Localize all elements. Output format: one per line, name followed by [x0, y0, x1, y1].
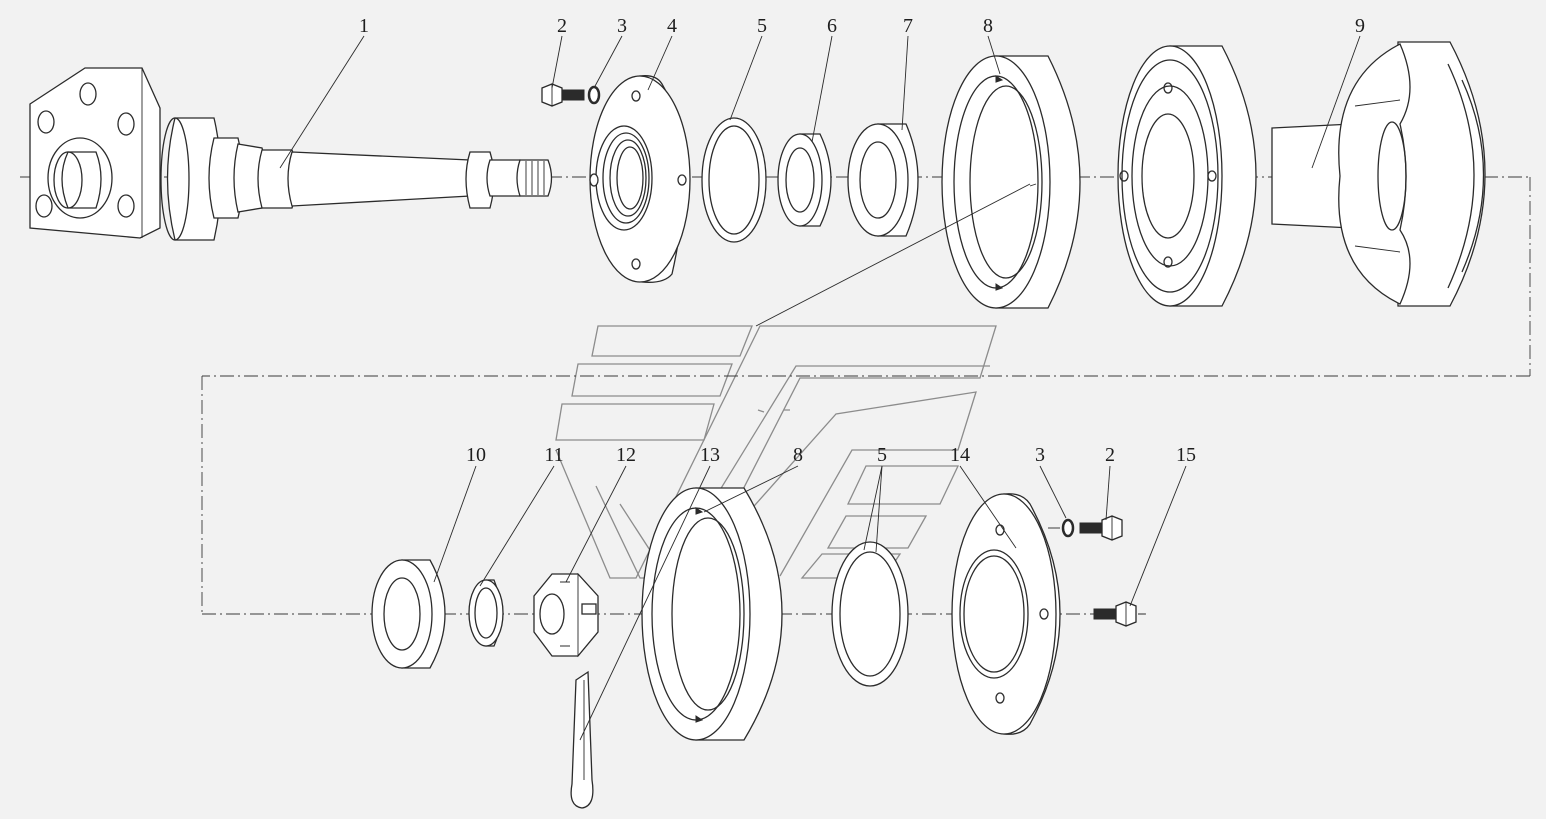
callout-8: 8 — [983, 15, 993, 37]
callout-2: 2 — [557, 15, 567, 37]
callout-11: 11 — [544, 444, 563, 466]
part-3-washer-bottom — [1048, 518, 1075, 538]
callout-1: 1 — [359, 15, 369, 37]
callout-4: 4 — [667, 15, 677, 37]
callout-6: 6 — [827, 15, 837, 37]
part-8-bearing-cup-bottom — [641, 487, 783, 741]
part-2-bolt-top — [541, 83, 585, 107]
part-10-bearing — [371, 559, 446, 669]
part-4-cover-plate — [589, 75, 691, 283]
callout-8-bottom: 8 — [793, 444, 803, 466]
callout-3-bottom: 3 — [1035, 444, 1045, 466]
part-5-ring-bottom — [831, 541, 909, 687]
callout-labels: 1 2 3 4 5 6 7 8 9 10 11 12 13 8 5 14 3 2… — [359, 15, 1365, 466]
part-9-hub — [1117, 41, 1486, 307]
callout-2-bottom: 2 — [1105, 444, 1115, 466]
callout-9: 9 — [1355, 15, 1365, 37]
part-7-bearing — [847, 123, 919, 237]
callout-13: 13 — [700, 444, 720, 466]
part-6-bushing — [777, 133, 832, 227]
callout-14: 14 — [950, 444, 970, 466]
part-5-ring-top — [701, 117, 767, 243]
leader-lines — [279, 35, 1361, 741]
callout-3: 3 — [617, 15, 627, 37]
part-3-washer-top — [587, 85, 601, 105]
callout-15: 15 — [1176, 444, 1196, 466]
callout-7: 7 — [903, 15, 913, 37]
part-13-cotter-pin — [570, 670, 594, 809]
callout-10: 10 — [466, 444, 486, 466]
part-2-bolt-bottom — [1079, 515, 1123, 541]
callout-5-bottom: 5 — [877, 444, 887, 466]
part-14-cover-plate — [951, 493, 1061, 735]
part-1-spindle — [29, 67, 553, 241]
part-8-bearing-cup-top — [941, 55, 1081, 309]
part-15-bolt — [1093, 601, 1146, 627]
part-11-washer — [468, 579, 504, 647]
callout-5: 5 — [757, 15, 767, 37]
part-12-castle-nut — [533, 572, 599, 658]
center-lines — [20, 176, 1531, 615]
callout-12: 12 — [616, 444, 636, 466]
